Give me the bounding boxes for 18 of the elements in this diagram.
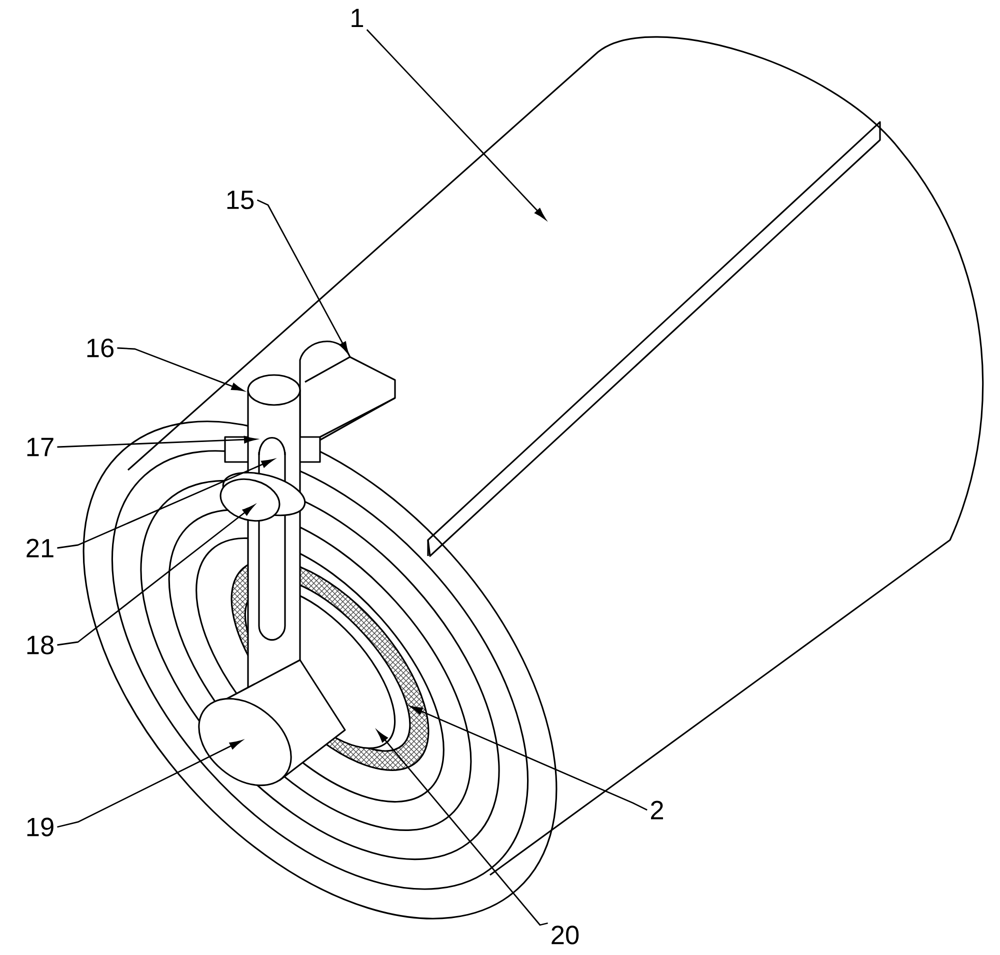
leader-line bbox=[377, 730, 548, 926]
leader-line bbox=[57, 459, 274, 549]
callout-number: 2 bbox=[651, 800, 664, 820]
leader-line bbox=[57, 504, 254, 646]
leader-line bbox=[117, 347, 244, 392]
leader-line bbox=[366, 29, 546, 220]
callout-number: 19 bbox=[27, 818, 54, 836]
leader-line bbox=[410, 706, 648, 811]
callout-number: 17 bbox=[27, 438, 54, 456]
leader-line bbox=[57, 740, 242, 828]
callout-number: 21 bbox=[26, 538, 54, 558]
callout-number: 1 bbox=[352, 8, 364, 28]
callout-number: 15 bbox=[227, 190, 254, 210]
callout-number: 16 bbox=[87, 338, 114, 358]
leader-line bbox=[256, 199, 349, 354]
callout-number: 18 bbox=[27, 636, 54, 654]
leader-line bbox=[57, 436, 256, 448]
callout-number: 20 bbox=[552, 926, 579, 944]
